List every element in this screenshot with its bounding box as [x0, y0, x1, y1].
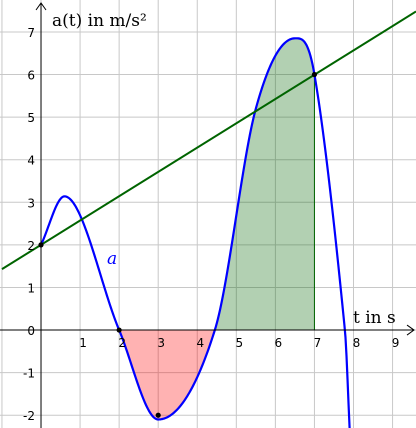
y-tick-label: 1 — [27, 281, 35, 295]
y-tick-label: 4 — [27, 154, 35, 168]
x-tick-label: 9 — [392, 336, 400, 350]
data-point — [116, 327, 122, 333]
y-tick-label: 5 — [27, 111, 35, 125]
x-tick-label: 7 — [314, 336, 322, 350]
points — [38, 71, 318, 418]
series-a-curve — [40, 37, 351, 428]
x-tick-label: 3 — [157, 336, 165, 350]
tick-labels: 1 2 3 4 5 6 7 8 9 -2 -1 0 1 2 3 4 5 6 7 — [23, 26, 399, 423]
data-point — [311, 71, 318, 78]
x-tick-label: 8 — [353, 336, 361, 350]
y-tick-label: 0 — [27, 324, 35, 338]
y-tick-label: 2 — [27, 239, 35, 253]
x-tick-label: 5 — [235, 336, 243, 350]
data-point — [155, 412, 161, 418]
x-tick-label: 6 — [275, 336, 283, 350]
y-tick-label: -2 — [23, 409, 35, 423]
x-axis-arrow — [406, 324, 415, 336]
tangent-line — [1, 10, 416, 270]
y-tick-label: 3 — [27, 196, 35, 210]
x-tick-label: 4 — [196, 336, 204, 350]
x-tick-label: 2 — [118, 336, 126, 350]
y-axis-arrow — [35, 2, 47, 11]
y-tick-label: 7 — [27, 26, 35, 40]
y-tick-label: 6 — [27, 69, 35, 83]
series-label-a: a — [107, 249, 117, 269]
y-tick-label: -1 — [23, 367, 35, 381]
curves — [1, 10, 416, 428]
shaded-areas — [118, 37, 315, 420]
y-axis-label: a(t) in m/s² — [52, 11, 147, 31]
x-tick-label: 1 — [79, 336, 87, 350]
x-axis-label: t in s — [353, 308, 396, 328]
data-point — [38, 242, 44, 248]
